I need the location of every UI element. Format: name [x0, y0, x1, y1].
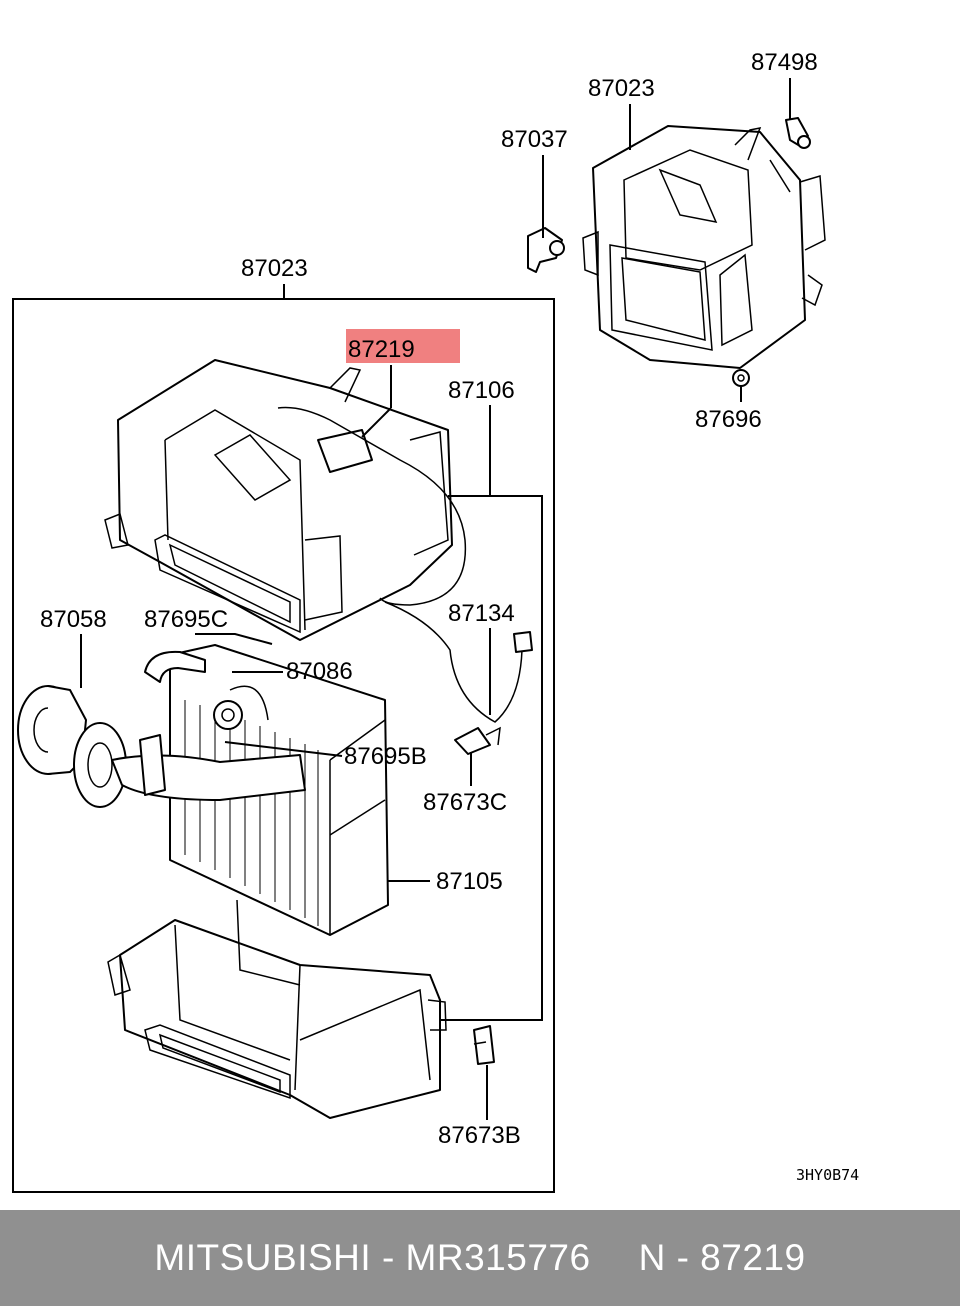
label-oring-c: 87695C	[144, 606, 228, 633]
label-clip-top: 87037	[501, 126, 568, 153]
upper-housing-drawing	[582, 125, 826, 369]
diagram-code: 3HY0B74	[796, 1166, 859, 1184]
label-main-housing: 87023	[241, 255, 308, 282]
footer-brand-part: MITSUBISHI - MR315776	[154, 1237, 591, 1278]
lower-case-drawing	[107, 899, 447, 1119]
clip-top-drawing	[527, 227, 565, 273]
label-clip-c: 87673C	[423, 789, 507, 816]
label-evaporator: 87105	[436, 868, 503, 895]
main-upper-case-drawing	[104, 359, 467, 641]
footer-ref: N - 87219	[638, 1237, 806, 1278]
label-nut-top: 87696	[695, 406, 762, 433]
label-screw: 87498	[751, 49, 818, 76]
highlight-box	[346, 329, 460, 363]
label-oring-b: 87695B	[344, 743, 427, 770]
screw-drawing	[785, 117, 811, 149]
clip-b-drawing	[473, 1025, 495, 1065]
parts-diagram: 87498 87023 87037 87696 87023 87219 8710…	[12, 49, 859, 1193]
leader-lines	[80, 78, 791, 1120]
label-harness: 87106	[448, 377, 515, 404]
label-highlighted-part: 87219	[348, 336, 415, 363]
drain-hose-drawing	[17, 685, 127, 808]
label-expansion-valve: 87086	[286, 658, 353, 685]
label-drain-hose: 87058	[40, 606, 107, 633]
label-sensor-wire: 87134	[448, 600, 515, 627]
label-clip-b: 87673B	[438, 1122, 521, 1149]
evaporator-drawing	[111, 644, 389, 936]
footer-bar: MITSUBISHI - MR315776 N - 87219	[0, 1210, 960, 1306]
label-top-housing: 87023	[588, 75, 655, 102]
sensor-wire-drawing	[384, 601, 533, 755]
nut-top-drawing	[732, 369, 750, 387]
